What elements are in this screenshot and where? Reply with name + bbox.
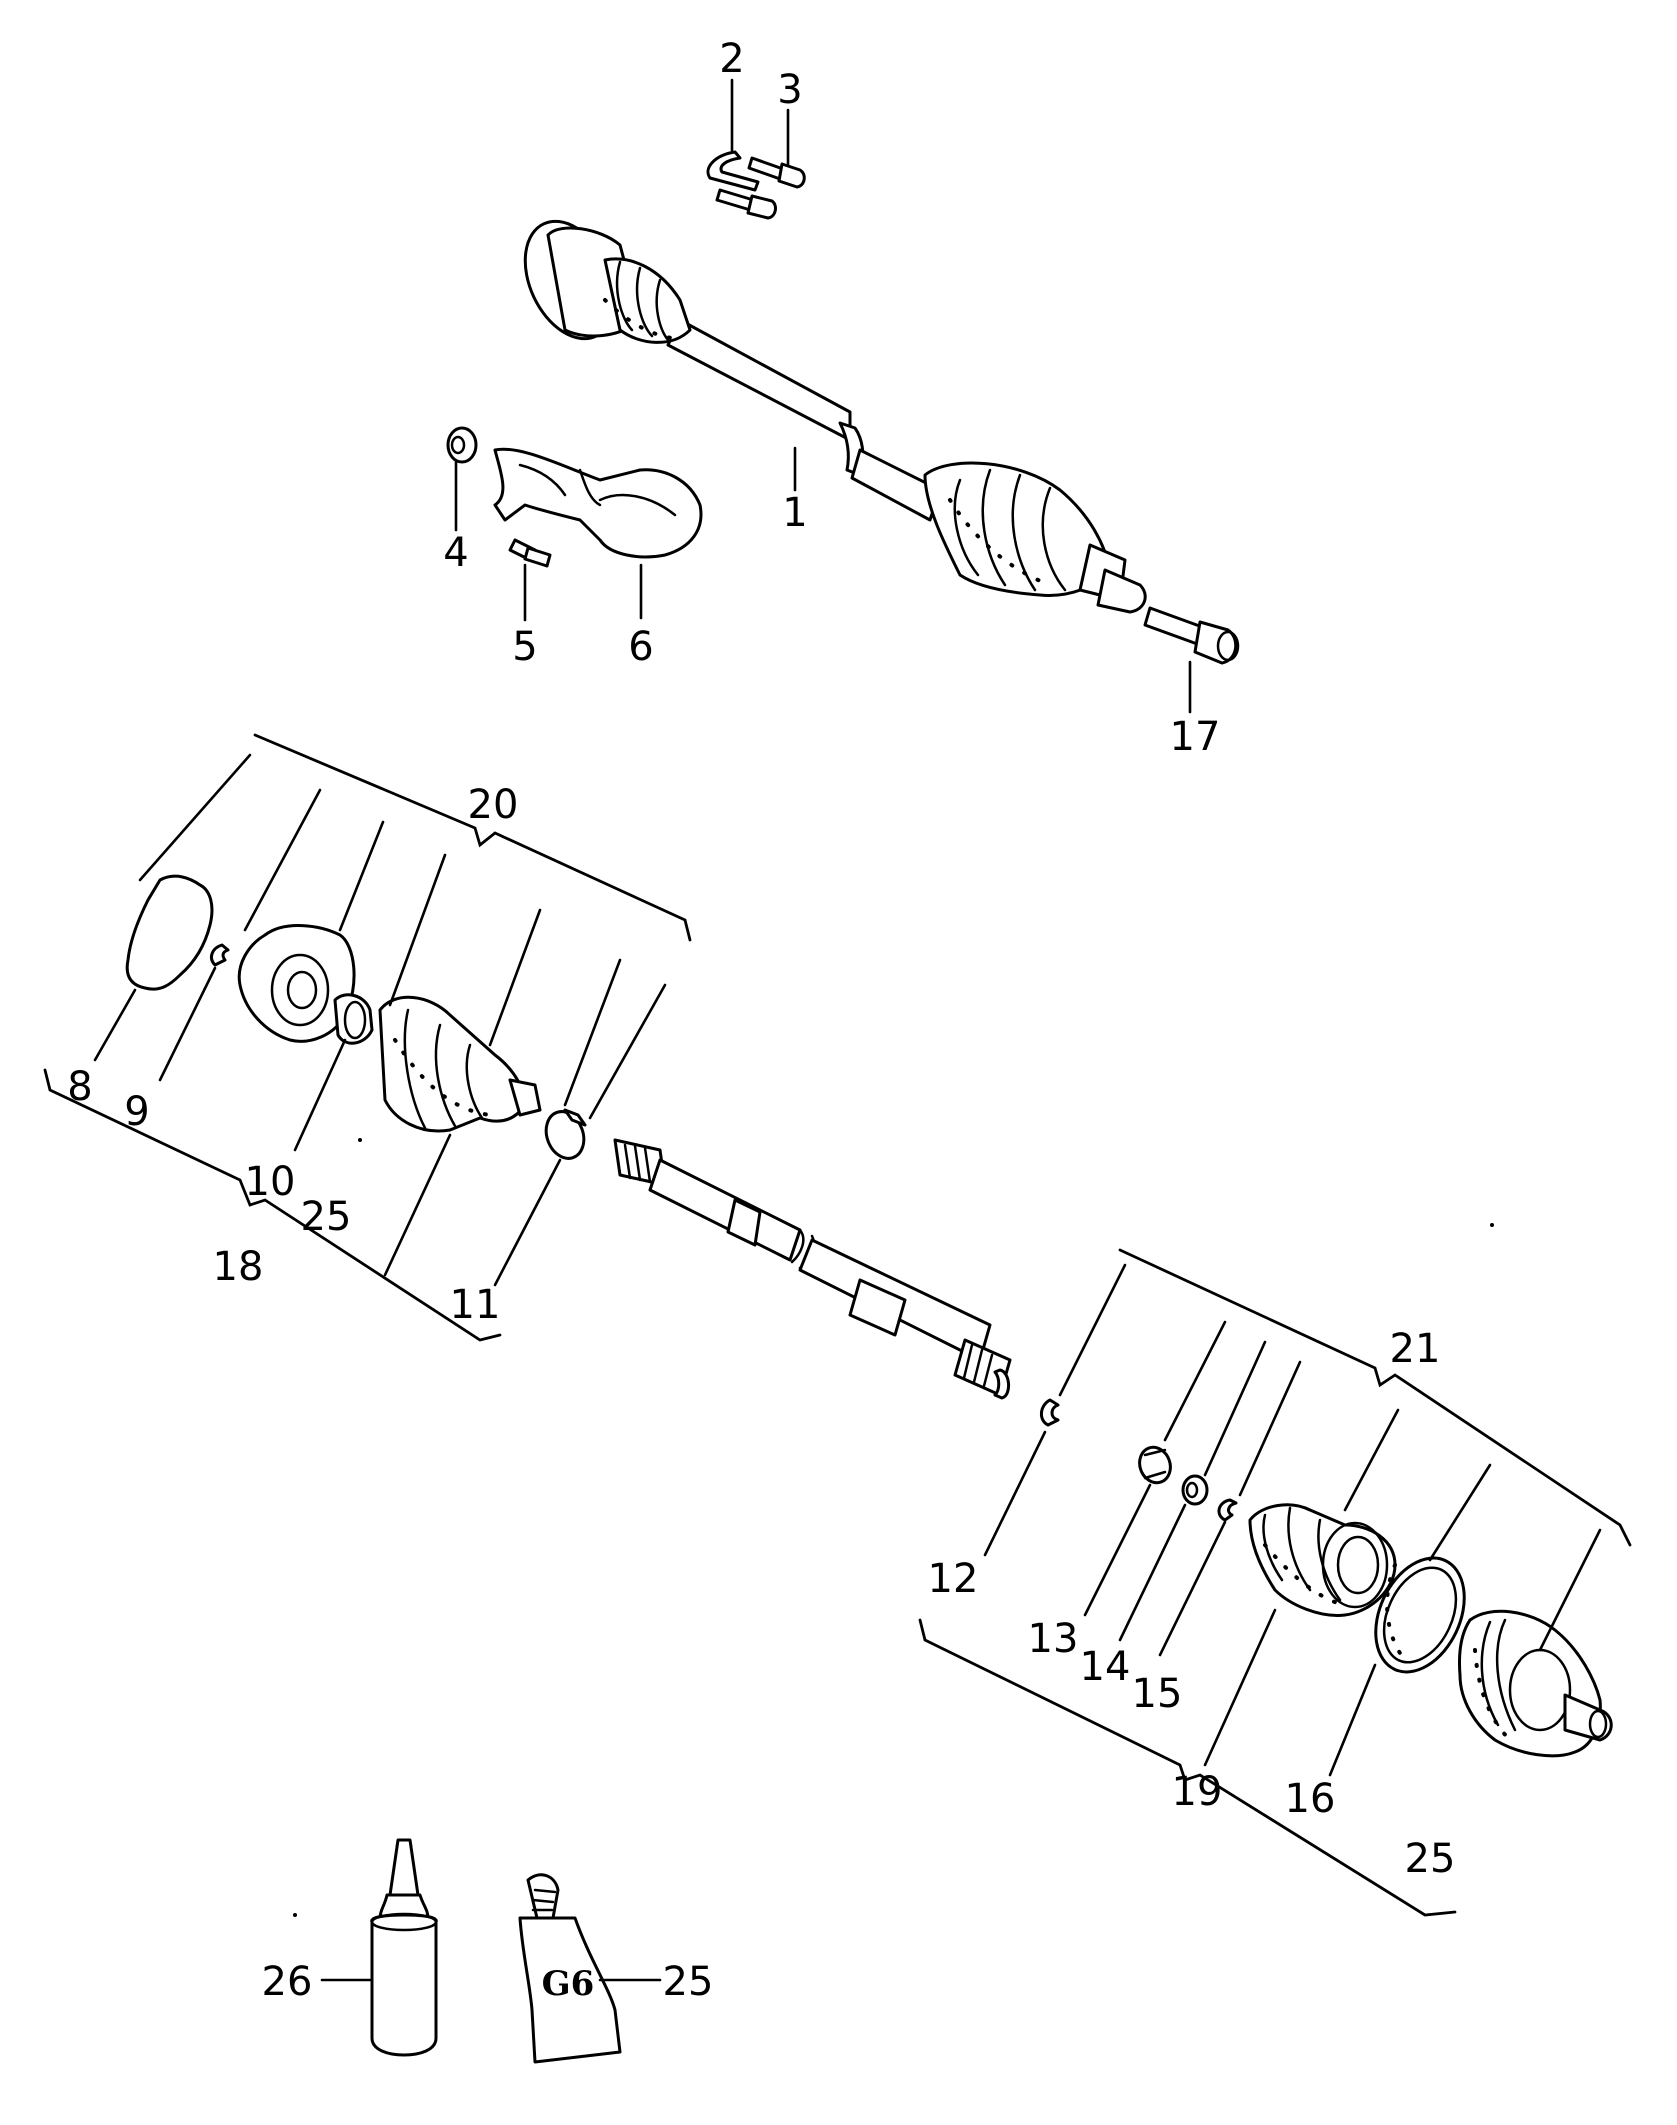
callout-3: 3 bbox=[777, 67, 802, 113]
upper-leader-lines bbox=[454, 78, 1192, 714]
part-17-bolt bbox=[1143, 606, 1240, 665]
stray-dot bbox=[293, 1913, 297, 1917]
callout-25-left: 25 bbox=[301, 1194, 352, 1240]
grease-tube-label: G6 bbox=[542, 1964, 595, 2004]
callout-19: 19 bbox=[1172, 1769, 1223, 1815]
callout-26: 26 bbox=[262, 1959, 313, 2005]
part-26-bottle bbox=[370, 1838, 438, 2057]
part-1-inner-joint bbox=[523, 219, 692, 344]
part-2-lock-plate bbox=[706, 150, 760, 192]
bracket-21 bbox=[1118, 1248, 1632, 1547]
callout-1: 1 bbox=[782, 490, 807, 536]
part-outer-cv-joint bbox=[1458, 1609, 1613, 1758]
callout-20: 20 bbox=[468, 782, 519, 828]
stray-dot bbox=[1490, 1223, 1494, 1227]
part-11-clamp bbox=[544, 1108, 587, 1160]
part-2-bolts bbox=[715, 156, 806, 220]
part-9-circlip bbox=[210, 943, 230, 967]
part-25-grease-tube: G6 bbox=[518, 1873, 622, 2064]
callout-4: 4 bbox=[443, 530, 468, 576]
callout-16: 16 bbox=[1285, 1776, 1336, 1822]
callout-25-right: 25 bbox=[1405, 1836, 1456, 1882]
callout-2: 2 bbox=[719, 36, 744, 82]
right-leader-lines bbox=[983, 1263, 1602, 1777]
part-12-circlip bbox=[1040, 1398, 1060, 1427]
part-19-boot-outer bbox=[1248, 1503, 1397, 1617]
callout-25-tube: 25 bbox=[663, 1959, 714, 2005]
callout-17: 17 bbox=[1170, 714, 1221, 760]
part-15-circlip bbox=[1217, 1498, 1238, 1522]
part-16-clamp-band bbox=[1374, 1556, 1466, 1674]
part-14-ring bbox=[1181, 1474, 1209, 1506]
callout-5: 5 bbox=[512, 624, 537, 670]
callout-13: 13 bbox=[1028, 1616, 1079, 1662]
bracket-18 bbox=[43, 1068, 502, 1342]
part-13-spacer bbox=[1138, 1445, 1172, 1485]
callout-18: 18 bbox=[213, 1244, 264, 1290]
part-4-nut bbox=[446, 426, 478, 464]
callout-15: 15 bbox=[1132, 1671, 1183, 1717]
part-1-outer-joint bbox=[923, 461, 1147, 614]
callout-11: 11 bbox=[450, 1282, 501, 1328]
part-1-axle-shaft bbox=[666, 318, 942, 522]
part-10-cv-joint bbox=[237, 924, 374, 1045]
callout-8: 8 bbox=[67, 1064, 92, 1110]
callout-12: 12 bbox=[928, 1556, 979, 1602]
callout-14: 14 bbox=[1080, 1644, 1131, 1690]
callout-6: 6 bbox=[628, 624, 653, 670]
callout-21: 21 bbox=[1390, 1326, 1441, 1372]
stray-dot bbox=[358, 1138, 362, 1142]
bracket-20 bbox=[253, 733, 692, 942]
part-boot-inner bbox=[378, 995, 542, 1133]
part-8-gasket bbox=[125, 874, 214, 991]
callout-10: 10 bbox=[245, 1159, 296, 1205]
left-leader-lines bbox=[93, 753, 667, 1287]
part-5-bolt bbox=[508, 538, 552, 568]
bracket-19 bbox=[918, 1618, 1457, 1917]
callout-9: 9 bbox=[124, 1089, 149, 1135]
part-6-heat-shield bbox=[493, 447, 703, 559]
central-shaft bbox=[613, 1138, 1012, 1400]
